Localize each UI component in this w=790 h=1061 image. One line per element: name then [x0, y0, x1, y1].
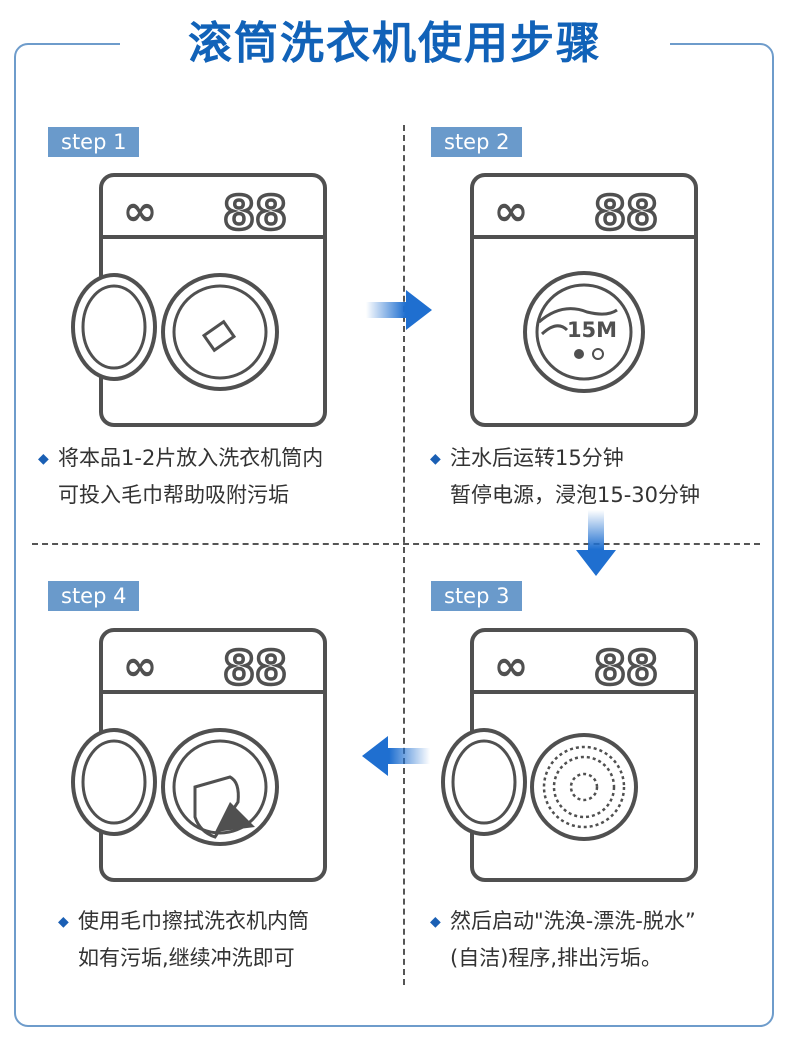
display-digits: 88 [594, 186, 658, 240]
washing-machine-cycle-icon: ∞ 88 [441, 628, 698, 882]
step-4-line-2: 如有污垢,继续冲洗即可 [78, 946, 295, 970]
diamond-bullet-icon: ◆ [430, 451, 441, 467]
step-1-line-1: 将本品1-2片放入洗衣机筒内 [58, 446, 324, 470]
step-1-tag: step 1 [48, 127, 140, 157]
display-digits: 88 [594, 641, 658, 695]
step-4-tag: step 4 [48, 581, 140, 611]
diamond-bullet-icon: ◆ [430, 914, 441, 930]
step-2-line-1: 注水后运转15分钟 [450, 446, 624, 470]
vertical-divider [403, 125, 405, 985]
step-3-description: ◆ 然后启动"洗涣-漂洗-脱水” (自洁)程序,排出污垢。 [430, 903, 696, 976]
knob-icon: ∞ [123, 186, 158, 235]
knob-icon: ∞ [494, 641, 529, 690]
step-3-line-2: (自洁)程序,排出污垢。 [450, 946, 663, 970]
knob-icon: ∞ [494, 186, 529, 235]
washing-machine-soaking-icon: ∞ 88 15M [470, 173, 698, 427]
arrow-right-icon [366, 290, 432, 330]
step-1-line-2: 可投入毛巾帮助吸附污垢 [58, 483, 289, 507]
diamond-bullet-icon: ◆ [38, 451, 49, 467]
step-1-description: ◆ 将本品1-2片放入洗衣机筒内 可投入毛巾帮助吸附污垢 [38, 440, 323, 513]
step-2-tag: step 2 [431, 127, 523, 157]
step-4-description: ◆ 使用毛巾擦拭洗衣机内筒 如有污垢,继续冲洗即可 [58, 903, 309, 976]
knob-icon: ∞ [123, 641, 158, 690]
arrow-down-icon [576, 510, 616, 576]
diamond-bullet-icon: ◆ [58, 914, 69, 930]
arrow-left-icon [362, 736, 430, 776]
display-digits: 88 [223, 186, 287, 240]
horizontal-divider [32, 543, 760, 545]
step-3-line-1: 然后启动"洗涣-漂洗-脱水” [450, 909, 696, 933]
washing-machine-open-door-icon: ∞ 88 [71, 173, 327, 427]
drum-timer-label: 15M [567, 318, 617, 342]
title-mask [120, 20, 670, 70]
page-title: 滚筒洗衣机使用步骤 [188, 18, 602, 69]
step-4-line-1: 使用毛巾擦拭洗衣机内筒 [78, 909, 309, 933]
step-3-tag: step 3 [431, 581, 523, 611]
step-2-line-2: 暂停电源，浸泡15-30分钟 [450, 483, 701, 507]
step-2-description: ◆ 注水后运转15分钟 暂停电源，浸泡15-30分钟 [430, 440, 700, 513]
display-digits: 88 [223, 641, 287, 695]
washing-machine-wipe-icon: ∞ 88 [71, 628, 327, 882]
